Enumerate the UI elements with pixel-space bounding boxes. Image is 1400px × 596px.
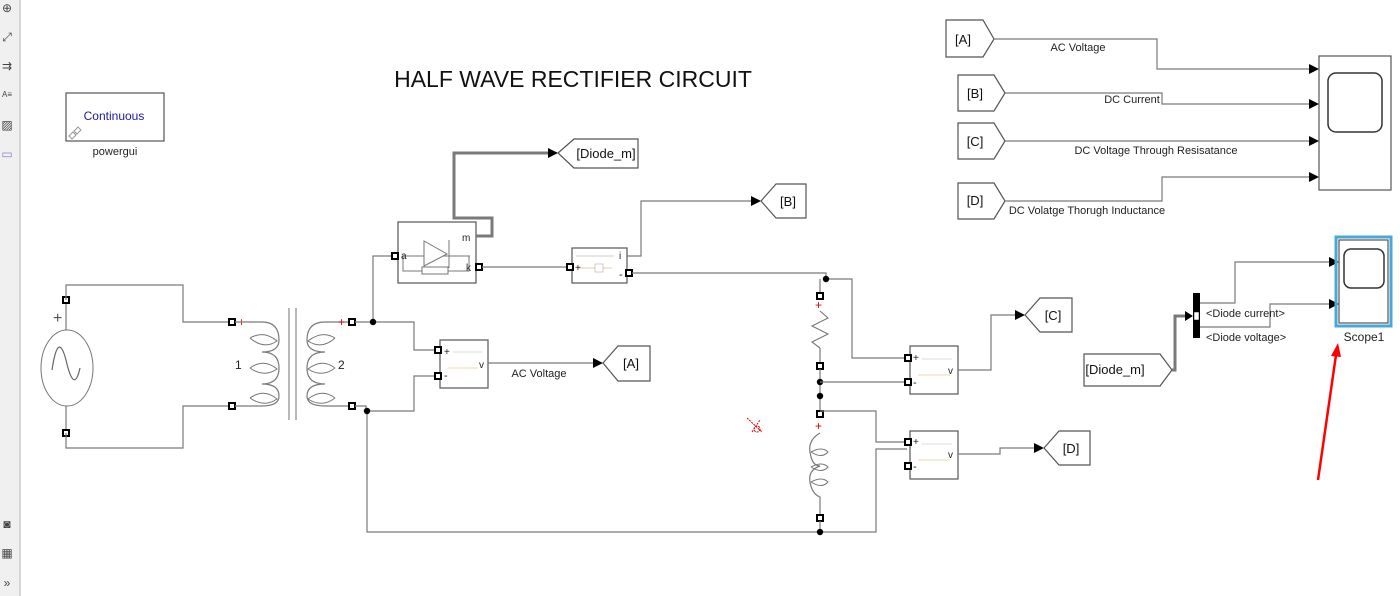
ac-voltage-source[interactable]: + [40, 296, 94, 437]
scope1-label: Scope1 [1344, 330, 1385, 344]
winding-1-label: 1 [235, 358, 242, 372]
svg-text:i: i [619, 251, 621, 262]
svg-text:[C]: [C] [967, 134, 984, 149]
scope-screen-icon [1327, 72, 1383, 133]
goto-d[interactable]: [D] [1043, 430, 1091, 466]
more-icon[interactable]: » [3, 576, 11, 590]
bus-selector[interactable] [1193, 293, 1200, 338]
svg-text:-: - [913, 377, 917, 389]
svg-text:+: + [444, 347, 450, 358]
svg-text:[Diode_m]: [Diode_m] [1085, 362, 1144, 377]
area-icon[interactable]: ▭ [1, 147, 13, 161]
scope1-block[interactable]: Scope1 [1334, 235, 1393, 344]
svg-text:v: v [479, 360, 484, 371]
svg-text:v: v [948, 366, 953, 377]
source-plus-sign: + [53, 310, 62, 327]
svg-text:[B]: [B] [967, 86, 983, 101]
property-inspector-icon[interactable]: ▦ [1, 546, 13, 560]
inductor[interactable]: + [809, 410, 829, 522]
screenshot-icon[interactable]: ◙ [3, 517, 11, 531]
voltage-measurement-inductor[interactable]: + - v [904, 430, 959, 480]
scope-screen-icon [1343, 248, 1385, 289]
fit-view-icon[interactable]: ⤢ [2, 30, 12, 44]
scope-block[interactable] [1318, 55, 1392, 191]
svg-text:+: + [913, 437, 919, 448]
svg-text:+: + [913, 353, 919, 364]
signal-label-ac-voltage: AC Voltage [1050, 42, 1105, 54]
signal-label-diode-voltage: <Diode voltage> [1206, 332, 1286, 344]
svg-text:-: - [619, 269, 623, 281]
from-d[interactable]: [D] [957, 182, 1006, 220]
zoom-in-icon[interactable]: ⊕ [1, 1, 13, 15]
winding-2-label: 2 [338, 358, 345, 372]
powergui-block[interactable]: Continuous powergui [65, 92, 165, 158]
svg-text:+: + [575, 263, 581, 274]
svg-text:+: + [338, 315, 345, 329]
diode-block[interactable]: a k m [391, 221, 483, 284]
svg-text:+: + [815, 298, 822, 312]
link-icon [68, 126, 82, 140]
goto-c[interactable]: [C] [1024, 297, 1073, 333]
powergui-mode: Continuous [84, 109, 145, 123]
svg-text:v: v [948, 450, 953, 461]
diode-port-m: m [462, 233, 470, 244]
diode-port-k: k [466, 263, 472, 274]
svg-text:-: - [913, 461, 917, 473]
left-toolbar: ⊕ ⤢ ⇉ A≡ ▨ ▭ ◙ ▦ » [0, 0, 21, 596]
from-a[interactable]: [A] [945, 19, 995, 58]
goto-a[interactable]: [A] [602, 345, 651, 382]
voltage-measurement-ac[interactable]: + - v [434, 339, 489, 389]
linear-transformer[interactable]: + 1 2 + [228, 308, 356, 420]
signal-label-dc-current: DC Current [1104, 94, 1160, 106]
svg-text:[C]: [C] [1045, 308, 1062, 323]
red-arrow-annotation [1316, 343, 1341, 481]
from-diode-m[interactable]: [Diode_m] [1083, 353, 1173, 387]
route-lines-icon[interactable]: ⇉ [1, 59, 13, 73]
from-c[interactable]: [C] [957, 122, 1006, 160]
image-icon[interactable]: ▨ [1, 118, 13, 132]
cursor-marker-icon [746, 417, 763, 433]
signal-label-dc-voltage-resistance: DC Voltage Through Resisatance [1074, 145, 1237, 157]
sine-wave-icon [51, 346, 81, 381]
svg-text:+: + [815, 419, 822, 433]
svg-text:[A]: [A] [955, 32, 971, 47]
svg-text:[A]: [A] [623, 356, 639, 371]
diode-port-a: a [401, 251, 407, 262]
svg-text:[D]: [D] [967, 193, 984, 208]
svg-text:[D]: [D] [1063, 441, 1080, 456]
svg-text:-: - [444, 370, 448, 382]
powergui-label: powergui [93, 146, 138, 158]
goto-b[interactable]: [B] [760, 183, 807, 219]
signal-label-ac-voltage-left: AC Voltage [511, 368, 566, 380]
voltage-measurement-resistor[interactable]: + - v [904, 345, 959, 395]
signal-label-dc-voltage-inductance: DC Volatge Thorugh Inductance [1009, 205, 1165, 217]
goto-diode-m[interactable]: [Diode_m] [557, 138, 639, 169]
svg-text:[B]: [B] [780, 194, 796, 209]
from-b[interactable]: [B] [957, 74, 1006, 112]
model-canvas: HALF WAVE RECTIFIER CIRCUIT Continuous p… [40, 19, 1393, 536]
current-measurement-block[interactable]: i + - [566, 247, 633, 284]
resistor[interactable]: + [810, 279, 830, 370]
signal-label-diode-current: <Diode current> [1206, 308, 1285, 320]
diagram-title: HALF WAVE RECTIFIER CIRCUIT [394, 66, 752, 92]
selection-highlight [1334, 235, 1393, 328]
svg-text:[Diode_m]: [Diode_m] [576, 146, 635, 161]
annotation-icon[interactable]: A≡ [1, 90, 12, 99]
